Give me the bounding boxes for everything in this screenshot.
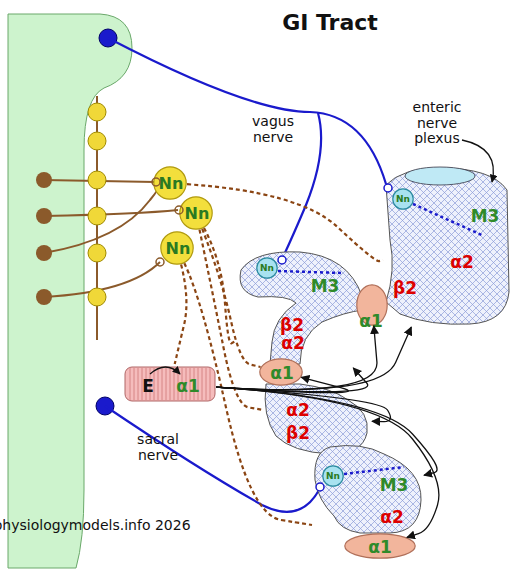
blood-vessel-outline (124, 364, 216, 404)
hormone-route (216, 368, 368, 392)
hormone-route (216, 377, 348, 392)
node-text: Nn (159, 176, 184, 192)
chain-ganglion (88, 103, 106, 121)
node-text: β2 (286, 425, 310, 442)
node-text: Nn (185, 206, 210, 222)
ganglion-circle-shape (154, 167, 186, 199)
hormone-route (216, 387, 439, 537)
hormone-route (216, 327, 411, 390)
enteric-neuron: Nn (392, 188, 414, 210)
vessel-ring (209, 368, 210, 400)
gut-segment-shape (315, 446, 421, 533)
node-text: α1 (176, 378, 200, 395)
sphincter-muscle: α1 (259, 358, 303, 386)
enteric-neuron-shape (323, 466, 343, 486)
preganglionic-neuron (36, 172, 52, 188)
preganglionic-fiber (44, 210, 178, 216)
annotation-label: sacral nerve (127, 432, 189, 463)
vessel-ring (173, 368, 174, 400)
node-text: E (142, 378, 154, 395)
chain-ganglion (88, 288, 106, 306)
enteric-neuron-shape (257, 258, 277, 278)
vagus-nerve-fiber (108, 38, 386, 184)
node-text: M3 (380, 477, 409, 494)
node-text: M3 (471, 208, 500, 225)
node-text: M3 (311, 278, 340, 295)
chain-ganglion (88, 171, 106, 189)
gut-segment: M3 α2 Nn (312, 443, 424, 535)
annotation-label: enteric nerve plexus (402, 100, 472, 147)
hormone-route (216, 387, 390, 422)
enteric-neuron: Nn (322, 465, 344, 487)
vessel-ring (165, 368, 166, 400)
gut-segment: M3 α2 β2 Nn (383, 165, 511, 327)
sphincter-muscle-shape (260, 359, 302, 385)
chain-ganglion (88, 207, 106, 225)
node-text: Nn (326, 472, 340, 481)
hormone-route (216, 387, 437, 475)
vessel-ring (157, 368, 158, 400)
node-text: α2 (281, 335, 305, 352)
node-text: α1 (359, 313, 383, 330)
spinal-cord (8, 14, 132, 568)
hormone-route (216, 326, 377, 390)
vessel-ring (137, 368, 138, 400)
ganglion-circle: Nn (179, 196, 213, 230)
node-text: Nn (166, 241, 191, 257)
preganglionic-neuron (36, 208, 52, 224)
gut-segment: M3 β2α2 Nn (235, 248, 365, 368)
chain-ganglion (88, 244, 106, 262)
node-text: α1 (270, 365, 294, 382)
node-text: Nn (260, 264, 274, 273)
sympathetic-fiber (175, 265, 187, 365)
preganglionic-neuron (36, 245, 52, 261)
node-text: α1 (368, 539, 392, 556)
vessel-wall (125, 367, 215, 401)
vessel-ring (133, 368, 134, 400)
enteric-neuron: Nn (256, 257, 278, 279)
sympathetic-fiber (200, 230, 263, 410)
sphincter-muscle-shape (345, 534, 415, 558)
gut-segment-shape (265, 384, 367, 454)
node-text: β2 (280, 317, 304, 334)
chain-ganglion (88, 132, 106, 150)
ganglion-circle-shape (180, 197, 212, 229)
node-text: α2 (450, 254, 474, 271)
blood-vessel: Eα1 (124, 364, 216, 404)
annotation-label: physiologymodels.info 2026 (0, 518, 197, 534)
vessel-ring (169, 368, 170, 400)
preganglionic-neuron (36, 289, 52, 305)
diagram-title: GI Tract (282, 10, 378, 35)
preganglionic-fiber (44, 186, 158, 253)
vessel-ring (205, 368, 206, 400)
gut-segment-shape (240, 252, 363, 364)
sympathetic-fiber (202, 229, 260, 367)
synapse-ending (156, 258, 164, 266)
ganglion-circle: Nn (153, 166, 187, 200)
sympathetic-fiber (204, 228, 235, 343)
vessel-ring (201, 368, 202, 400)
gut-segment-shape (386, 168, 509, 324)
sympathetic-fiber (187, 184, 383, 261)
node-text: α2 (286, 402, 310, 419)
sympathetic-fiber (184, 263, 312, 525)
ganglion-circle: Nn (160, 231, 194, 265)
annotation-label: vagus nerve (242, 114, 304, 145)
sphincter-muscle: α1 (344, 533, 416, 559)
sphincter-muscle: α1 (356, 284, 388, 326)
enteric-neuron-shape (393, 189, 413, 209)
node-text: Nn (396, 195, 410, 204)
vessel-ring (161, 368, 162, 400)
node-text: β2 (393, 280, 417, 297)
node-text: α2 (380, 509, 404, 526)
ganglion-circle-shape (161, 232, 193, 264)
vessel-ring (129, 368, 130, 400)
